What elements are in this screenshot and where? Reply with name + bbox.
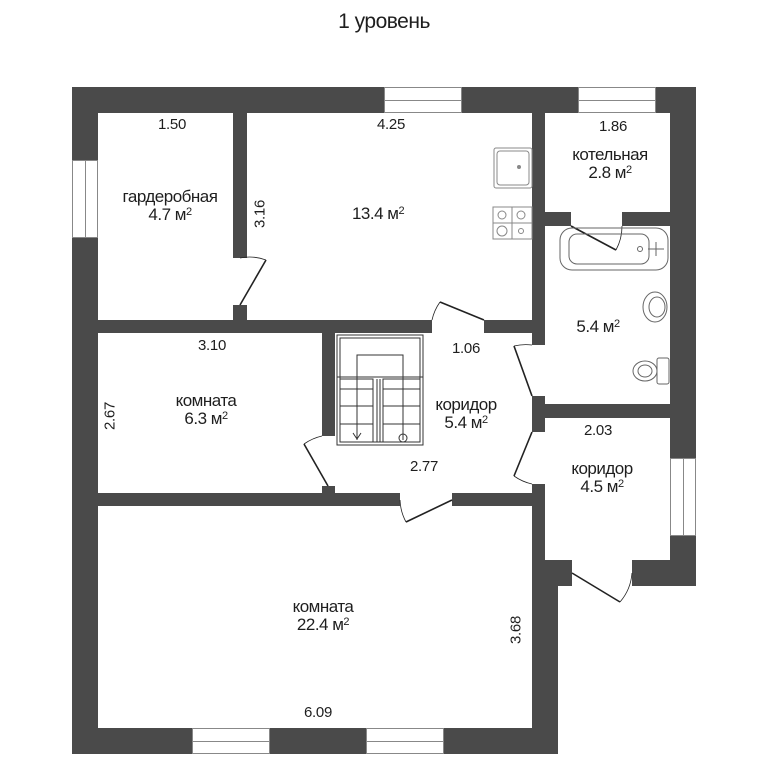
room-label-boiler: котельная 2.8 м2 xyxy=(572,145,648,182)
wall-bath-bottom xyxy=(545,404,670,418)
wall-wardrobe-kitchen xyxy=(233,113,247,258)
window-left-wardrobe xyxy=(72,160,98,238)
room-label-large-room: комната 22.4 м2 xyxy=(292,597,354,634)
dim-kitchen-width: 4.25 xyxy=(377,116,405,133)
room-label-entry-corridor: коридор 4.5 м2 xyxy=(571,459,633,496)
wall-boiler-bottom-left xyxy=(545,212,571,226)
room-label-hall-corridor: коридор 5.4 м2 xyxy=(435,395,497,432)
kitchen-fixtures xyxy=(492,147,533,240)
dim-hall-corridor-length: 2.77 xyxy=(410,458,438,475)
outer-wall-right-lower xyxy=(532,560,558,754)
door-swings xyxy=(239,225,633,603)
outer-wall-bottom xyxy=(72,728,558,754)
room-label-kitchen: 13.4 м2 xyxy=(351,204,405,223)
wall-stair-left-upper xyxy=(322,333,335,436)
floor-title: 1 уровень xyxy=(338,10,430,33)
window-right-corridor xyxy=(670,458,696,536)
staircase-icon xyxy=(336,334,424,446)
room-label-small-room: комната 6.3 м2 xyxy=(175,391,237,428)
dim-large-room-width: 6.09 xyxy=(304,704,332,721)
wall-horizontal-lower-left xyxy=(98,493,400,506)
window-top-kitchen xyxy=(384,87,462,113)
wall-boiler-bottom-right xyxy=(622,212,670,226)
dim-small-room-width: 3.10 xyxy=(198,337,226,354)
bathroom-fixtures xyxy=(559,227,670,385)
wall-stair-left-stub xyxy=(322,486,335,496)
wall-horizontal-mid-left xyxy=(98,320,432,333)
dim-hall-corridor-width: 1.06 xyxy=(452,340,480,357)
dim-entry-corridor-width: 2.03 xyxy=(584,422,612,439)
wall-kitchen-right xyxy=(532,113,545,333)
dim-small-room-height: 2.67 xyxy=(101,402,119,430)
dim-large-room-height: 3.68 xyxy=(507,616,525,644)
wall-horizontal-mid-right xyxy=(484,320,545,333)
window-top-boiler xyxy=(578,87,656,113)
window-bottom-left xyxy=(192,728,270,754)
wall-bath-left xyxy=(532,333,545,345)
outer-wall-corridor-bottom-left xyxy=(532,560,572,586)
wall-bath-left-lower xyxy=(532,396,545,432)
dim-boiler-width: 1.86 xyxy=(599,118,627,135)
room-label-bathroom: 5.4 м2 xyxy=(576,317,620,336)
room-label-wardrobe: гардеробная 4.7 м2 xyxy=(122,187,218,224)
wall-horizontal-lower-right xyxy=(452,493,545,506)
outer-wall-corridor-bottom-right xyxy=(632,560,696,586)
dim-wardrobe-width: 1.50 xyxy=(158,116,186,133)
dim-wardrobe-height: 3.16 xyxy=(251,200,269,228)
window-bottom-right xyxy=(366,728,444,754)
